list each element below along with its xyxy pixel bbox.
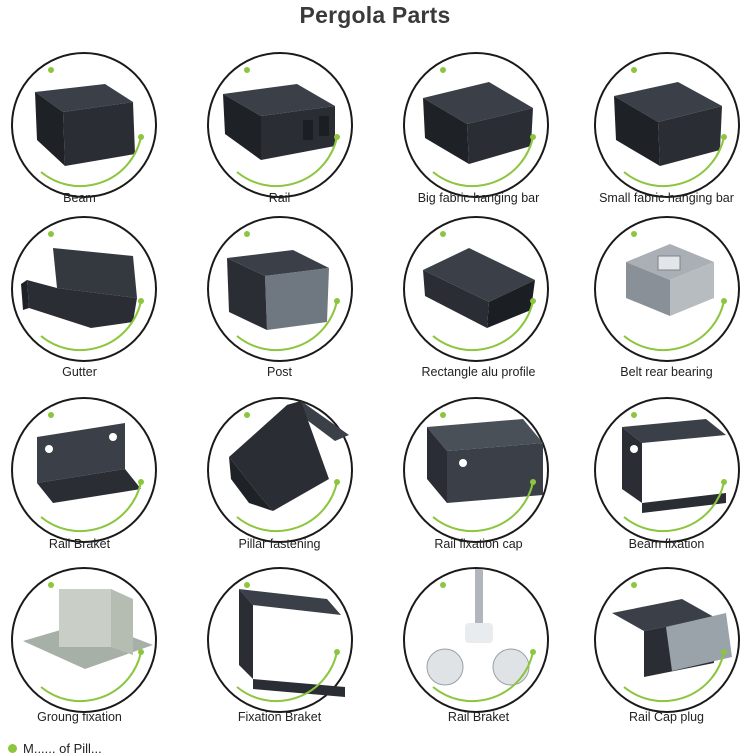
part-label: Belt rear bearing bbox=[620, 365, 713, 379]
footer-note: M...... of Pill... bbox=[8, 741, 102, 756]
part-circle bbox=[594, 397, 740, 543]
part-label: Big fabric hanging bar bbox=[417, 191, 540, 205]
page-title: Pergola Parts bbox=[299, 2, 451, 28]
belt-rear-bearing-image bbox=[626, 244, 714, 316]
part-label: Rail Braket bbox=[447, 710, 510, 724]
rail-braket-roller-image bbox=[426, 569, 530, 686]
part-label: Gutter bbox=[62, 365, 97, 379]
rail-image bbox=[223, 84, 335, 160]
pillar-fastening-image bbox=[229, 401, 349, 511]
part-label: Pillar fastening bbox=[238, 537, 321, 551]
part-circle bbox=[594, 52, 740, 198]
rail-flxation-cap-image bbox=[427, 419, 543, 503]
big-fabric-hanging-bar-image bbox=[423, 82, 533, 164]
beam-flxation-image bbox=[622, 419, 726, 513]
part-label: Groung fixation bbox=[37, 710, 122, 724]
part-circle bbox=[11, 397, 157, 543]
part-label: Fixation Braket bbox=[237, 710, 322, 724]
rail-braket-image bbox=[37, 423, 141, 503]
part-label: Rectangle alu profile bbox=[421, 365, 536, 379]
part-label: Post bbox=[266, 365, 292, 379]
small-fabric-hanging-bar-image bbox=[614, 82, 722, 166]
part-circle bbox=[207, 216, 353, 362]
part-circle bbox=[594, 216, 740, 362]
part-circle bbox=[403, 397, 549, 543]
groung-fixation-image bbox=[23, 589, 153, 669]
part-circle bbox=[207, 52, 353, 198]
part-circle bbox=[11, 52, 157, 198]
part-label: Beam flxation bbox=[628, 537, 705, 551]
part-circle bbox=[403, 216, 549, 362]
gutter-image bbox=[21, 248, 137, 328]
beam-image bbox=[35, 84, 135, 166]
part-label: Small fabric hanging bar bbox=[599, 191, 734, 205]
bullet-icon bbox=[8, 744, 17, 753]
post-image bbox=[227, 250, 329, 330]
part-circle bbox=[11, 567, 157, 713]
part-label: Rail Braket bbox=[48, 537, 111, 551]
part-label: Rail bbox=[268, 191, 291, 205]
part-label: Beam bbox=[63, 191, 96, 205]
fixation-braket-image bbox=[239, 589, 345, 697]
rectangle-alu-profile-image bbox=[423, 248, 535, 328]
part-circle bbox=[207, 397, 353, 543]
part-circle bbox=[207, 567, 353, 713]
part-label: Rail Cap plug bbox=[628, 710, 705, 724]
part-circle bbox=[403, 567, 549, 713]
part-circle bbox=[403, 52, 549, 198]
part-label: Rail flxation cap bbox=[434, 537, 523, 551]
rail-cap-plug-image bbox=[612, 599, 732, 677]
part-circle bbox=[594, 567, 740, 713]
footer-text: M...... of Pill... bbox=[23, 741, 102, 756]
part-circle bbox=[11, 216, 157, 362]
